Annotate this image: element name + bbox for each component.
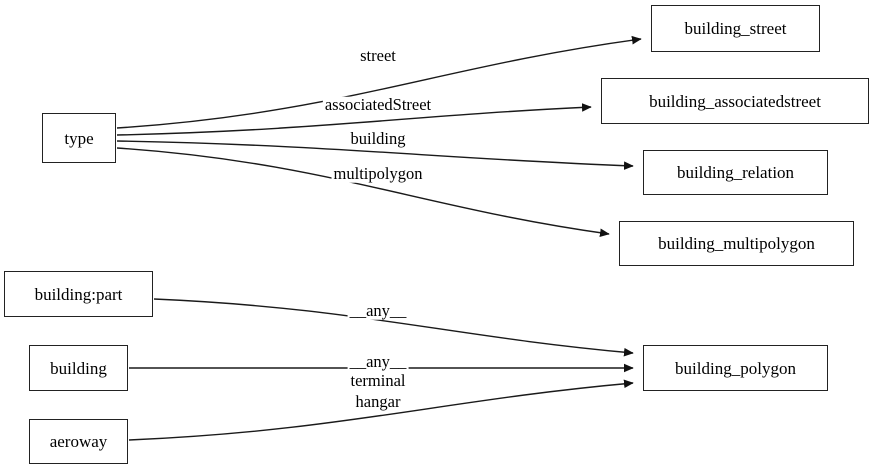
- node-building-relation[interactable]: building_relation: [643, 150, 828, 195]
- edge-label-building: building: [348, 128, 408, 148]
- edge-label-text: terminal: [350, 370, 406, 390]
- edge-e1: [116, 35, 642, 129]
- edge-label-street: street: [358, 45, 398, 65]
- edge-label-multipolygon: multipolygon: [331, 163, 425, 183]
- node-type[interactable]: type: [42, 113, 116, 163]
- node-label: aeroway: [49, 432, 108, 451]
- edge-label-text: street: [360, 45, 396, 65]
- node-label: type: [64, 128, 94, 148]
- node-label: building_associatedstreet: [649, 91, 821, 111]
- edge-label-text: __any__: [349, 351, 407, 371]
- edge-e5: [153, 298, 634, 357]
- edge-e2: [116, 103, 592, 136]
- edge-e4: [116, 147, 610, 238]
- edge-label-any-part: __any__: [347, 300, 409, 320]
- node-building-polygon[interactable]: building_polygon: [643, 345, 828, 391]
- node-building-multipolygon[interactable]: building_multipolygon: [619, 221, 854, 266]
- edge-label-hangar: hangar: [353, 391, 403, 411]
- node-label: building:part: [34, 284, 123, 304]
- node-building-street[interactable]: building_street: [651, 5, 820, 52]
- node-label: building_polygon: [675, 358, 796, 378]
- node-building-associatedstreet[interactable]: building_associatedstreet: [601, 78, 869, 124]
- edge-e3: [116, 140, 634, 170]
- edge-label-text: building: [350, 128, 406, 148]
- node-label: building_street: [684, 19, 787, 38]
- edge-label-text: associatedStreet: [324, 94, 432, 114]
- node-label: building_relation: [676, 163, 795, 182]
- node-building-part[interactable]: building:part: [4, 271, 153, 317]
- edge-label-terminal: terminal: [348, 370, 408, 390]
- edge-label-any-building: __any__: [347, 351, 409, 371]
- node-label: building_multipolygon: [658, 234, 815, 253]
- node-label: building: [50, 358, 107, 378]
- edge-e7: [128, 379, 634, 441]
- edge-label-text: __any__: [349, 300, 407, 320]
- edge-label-text: multipolygon: [333, 163, 423, 183]
- edge-label-associatedstreet: associatedStreet: [322, 94, 434, 114]
- node-aeroway[interactable]: aeroway: [29, 419, 128, 464]
- edge-label-text: hangar: [355, 391, 401, 411]
- node-building[interactable]: building: [29, 345, 128, 391]
